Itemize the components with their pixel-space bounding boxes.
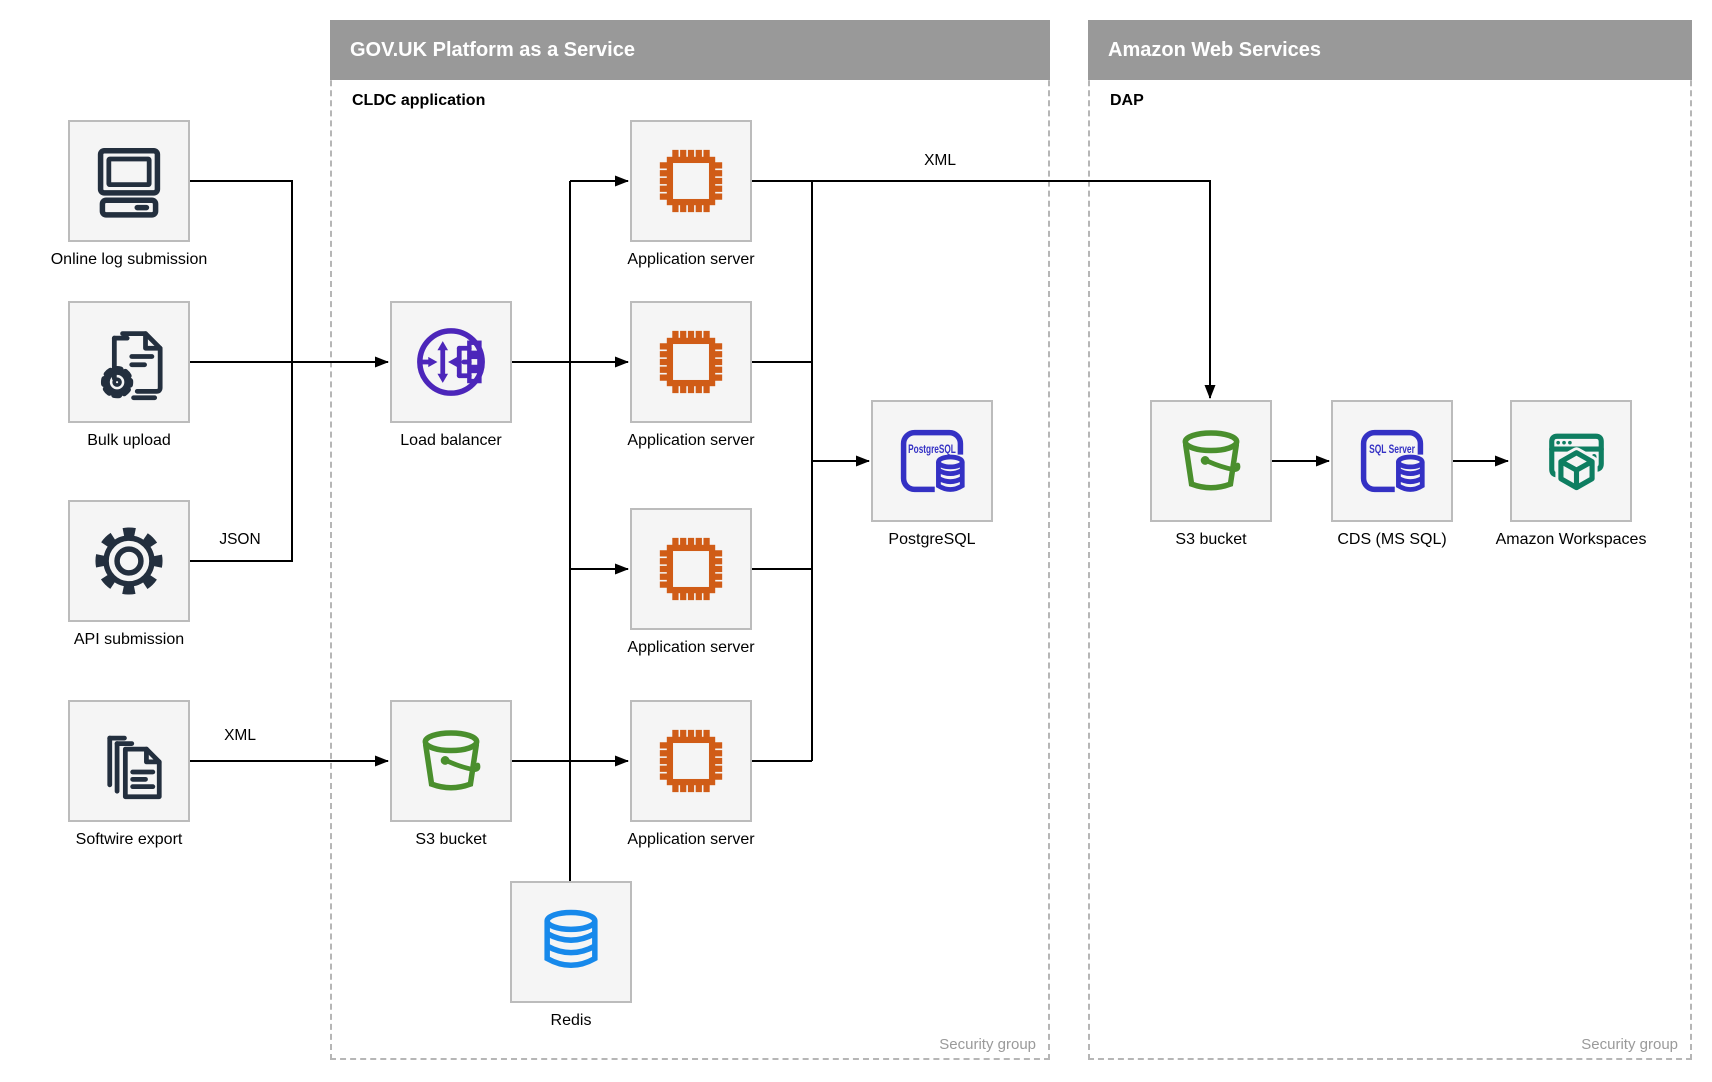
gear-icon [95, 527, 163, 595]
desktop-computer-icon [97, 147, 161, 218]
document-gear-icon [100, 331, 163, 401]
node-load-balancer[interactable] [390, 301, 512, 423]
node-label-postgresql: PostgreSQL [888, 531, 976, 548]
amazon-workspaces-icon [1549, 433, 1604, 494]
node-cds-ms-sql[interactable]: SQL Server [1331, 400, 1453, 522]
group-govuk-paas-header: GOV.UK Platform as a Service [330, 20, 1050, 80]
node-label-application-server-4: Application server [627, 831, 755, 848]
documents-stack-icon [107, 735, 162, 800]
node-api-submission[interactable] [68, 500, 190, 622]
cpu-chip-icon [659, 330, 723, 394]
node-label-redis: Redis [550, 1012, 592, 1029]
node-application-server-3[interactable] [630, 508, 752, 630]
node-label-bulk-upload: Bulk upload [87, 432, 171, 449]
cpu-chip-icon [659, 149, 723, 213]
group-aws-footer: Security group [1581, 1036, 1678, 1053]
node-label-application-server-1: Application server [627, 251, 755, 268]
group-govuk-paas-footer: Security group [939, 1036, 1036, 1053]
node-bulk-upload[interactable] [68, 301, 190, 423]
node-application-server-1[interactable] [630, 120, 752, 242]
node-postgresql[interactable]: PostgreSQL [871, 400, 993, 522]
node-online-log-submission[interactable] [68, 120, 190, 242]
node-redis[interactable] [510, 881, 632, 1003]
group-govuk-paas-sublabel: CLDC application [352, 92, 486, 109]
group-govuk-paas: GOV.UK Platform as a Service CLDC applic… [330, 20, 1050, 1060]
node-label-amazon-workspaces: Amazon Workspaces [1495, 531, 1647, 548]
node-softwire-export[interactable] [68, 700, 190, 822]
node-label-api-submission: API submission [73, 631, 185, 648]
node-label-load-balancer: Load balancer [400, 432, 502, 449]
node-label-application-server-2: Application server [627, 432, 755, 449]
sql-server-database-icon: SQL Server [1360, 429, 1432, 495]
edge-label-xml-app: XML [924, 152, 956, 169]
group-govuk-paas-title: GOV.UK Platform as a Service [350, 39, 635, 61]
node-label-online-log-submission: Online log submission [50, 251, 208, 268]
cpu-chip-icon [659, 729, 723, 793]
sql-server-icon-text: SQL Server [1369, 442, 1415, 456]
node-label-application-server-3: Application server [627, 639, 755, 656]
redis-database-icon [544, 909, 598, 969]
cpu-chip-icon [659, 537, 723, 601]
node-application-server-2[interactable] [630, 301, 752, 423]
s3-bucket-icon [422, 730, 481, 791]
node-label-s3-bucket-paas: S3 bucket [415, 831, 487, 848]
group-aws: Amazon Web Services DAP Security group [1088, 20, 1692, 1060]
group-aws-title: Amazon Web Services [1108, 39, 1322, 61]
node-amazon-workspaces[interactable] [1510, 400, 1632, 522]
edge-label-xml-softwire: XML [224, 727, 256, 744]
node-s3-bucket-paas[interactable] [390, 700, 512, 822]
node-application-server-4[interactable] [630, 700, 752, 822]
node-label-cds-ms-sql: CDS (MS SQL) [1337, 531, 1447, 548]
edge-label-json: JSON [219, 531, 261, 548]
node-s3-bucket-aws[interactable] [1150, 400, 1272, 522]
node-label-softwire-export: Softwire export [75, 831, 183, 848]
postgresql-database-icon: PostgreSQL [900, 429, 972, 495]
group-aws-header: Amazon Web Services [1088, 20, 1692, 80]
load-balancer-icon [417, 328, 485, 396]
node-label-s3-bucket-aws: S3 bucket [1175, 531, 1247, 548]
group-aws-sublabel: DAP [1110, 92, 1144, 109]
postgresql-icon-text: PostgreSQL [908, 443, 956, 456]
s3-bucket-icon [1182, 430, 1241, 491]
